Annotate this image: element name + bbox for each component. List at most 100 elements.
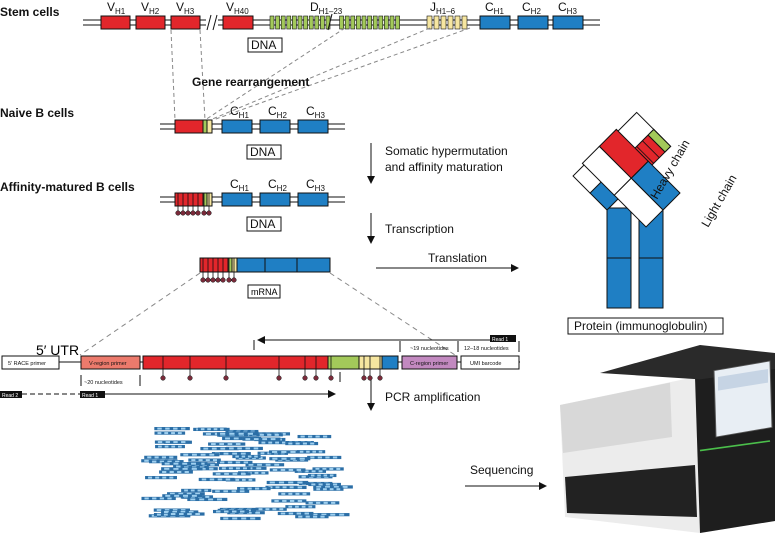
stem-dna	[83, 13, 600, 31]
amplicon-read	[212, 509, 249, 514]
amplicon-read	[242, 437, 281, 441]
svg-text:CH3: CH3	[306, 177, 325, 193]
amplicon-read	[198, 477, 235, 482]
pcr-label: PCR amplification	[385, 390, 480, 404]
mutation-marker	[302, 375, 308, 381]
d-segment	[320, 15, 325, 30]
segment-labels: VH1 VH2 VH3 VH40 DH1–23 JH1–6 CH1 CH2 CH…	[107, 0, 577, 16]
d-segment	[372, 15, 378, 30]
somatic-label-1: Somatic hypermutation	[385, 144, 508, 158]
amplicon-read	[245, 463, 285, 467]
vh40-segment	[222, 15, 254, 30]
d-segment	[344, 15, 350, 30]
nt12-label: 12–18 nucleotides	[464, 346, 509, 352]
amplicon-read	[312, 467, 344, 471]
d-segment	[339, 15, 344, 30]
mutation-marker	[367, 375, 373, 381]
mutation-marker	[187, 375, 193, 381]
somatic-label-2: and affinity maturation	[385, 160, 503, 174]
mutation-marker	[220, 277, 226, 283]
amplicon-read	[296, 450, 326, 454]
mutation-marker	[215, 277, 221, 283]
mrna-strand	[199, 257, 331, 283]
expand-line-right	[329, 272, 456, 356]
dna-box	[247, 37, 283, 53]
mutation-marker	[210, 277, 216, 283]
amplicon-read	[161, 510, 199, 514]
j-segments	[426, 15, 468, 30]
svg-text:CH3: CH3	[558, 0, 577, 16]
row-label-naive: Naive B cells	[0, 106, 74, 120]
amplicon-read	[313, 485, 353, 489]
svg-text:JH1–6: JH1–6	[430, 0, 456, 16]
mutation-marker	[328, 375, 334, 381]
amplicon-read	[141, 496, 176, 501]
c-primer-label: C-region primer	[410, 361, 448, 367]
gene-rearrangement-label: Gene rearrangement	[192, 75, 309, 89]
amplicon-read	[217, 432, 259, 436]
svg-text:VH2: VH2	[141, 0, 160, 16]
read1-label-rev: Read 1	[492, 337, 508, 343]
dna-label: DNA	[251, 38, 276, 52]
sequencer-image	[560, 345, 775, 533]
amplicon-read	[187, 497, 228, 502]
j-segment	[461, 15, 468, 30]
mutation-marker	[206, 210, 212, 216]
mutation-marker	[313, 375, 319, 381]
mutation-marker	[205, 277, 211, 283]
amplicon-read	[144, 455, 178, 459]
v-primer-label: V-region primer	[89, 361, 127, 367]
amplicon-read	[162, 494, 203, 498]
j-segment	[433, 15, 440, 30]
d-segment	[269, 15, 275, 30]
d-segment	[286, 15, 292, 30]
amplicon-read	[154, 431, 186, 435]
mutation-marker	[361, 375, 367, 381]
amplicon-read	[271, 499, 307, 503]
svg-text:CH2: CH2	[268, 104, 287, 120]
mrna-label: mRNA	[251, 287, 278, 297]
j-segment	[426, 15, 433, 30]
svg-text:VH40: VH40	[226, 0, 249, 16]
amplicon-read	[255, 507, 287, 511]
amplicon-read	[295, 515, 329, 519]
dna-label-naive: DNA	[250, 145, 275, 159]
affinity-c-labels: CH1 CH2 CH3	[230, 177, 325, 193]
amplicon-read	[220, 516, 261, 521]
row-label-stem: Stem cells	[0, 5, 60, 19]
j-segment	[440, 15, 447, 30]
j-segment	[454, 15, 461, 30]
amplicon-read	[297, 434, 332, 439]
amplicon-read	[155, 444, 185, 449]
affinity-dna	[160, 192, 345, 216]
amplicon-read	[237, 486, 271, 491]
d-segment	[292, 15, 297, 30]
d-segment	[367, 15, 372, 30]
amplicon-read	[181, 488, 212, 493]
mutation-marker	[276, 375, 282, 381]
race-primer-label: 5′ RACE primer	[8, 361, 46, 367]
ch1-segment	[479, 15, 511, 30]
rearrangement-lines	[170, 27, 471, 121]
amplicon-read	[154, 426, 190, 431]
amplicon-read	[308, 482, 341, 487]
amplicon-read	[149, 460, 184, 464]
d-segment	[303, 15, 308, 30]
svg-text:CH2: CH2	[268, 177, 287, 193]
naive-dna	[160, 119, 345, 134]
amplicon-read	[232, 454, 261, 459]
svg-text:VH3: VH3	[176, 0, 195, 16]
amplicon-read	[277, 511, 314, 516]
mutation-marker	[190, 210, 196, 216]
amplicon-read	[285, 441, 319, 446]
ch2-segment	[517, 15, 549, 30]
amplicon-read	[208, 442, 246, 446]
mutation-marker	[180, 210, 186, 216]
svg-text:DH1–23: DH1–23	[310, 0, 343, 16]
amplicon-read	[266, 480, 309, 485]
light-chain-label: Light chain	[698, 172, 739, 229]
amplicon-read	[269, 468, 306, 472]
dna-label-affinity: DNA	[250, 217, 275, 231]
svg-text:CH1: CH1	[230, 177, 249, 193]
d-segment	[314, 15, 320, 30]
